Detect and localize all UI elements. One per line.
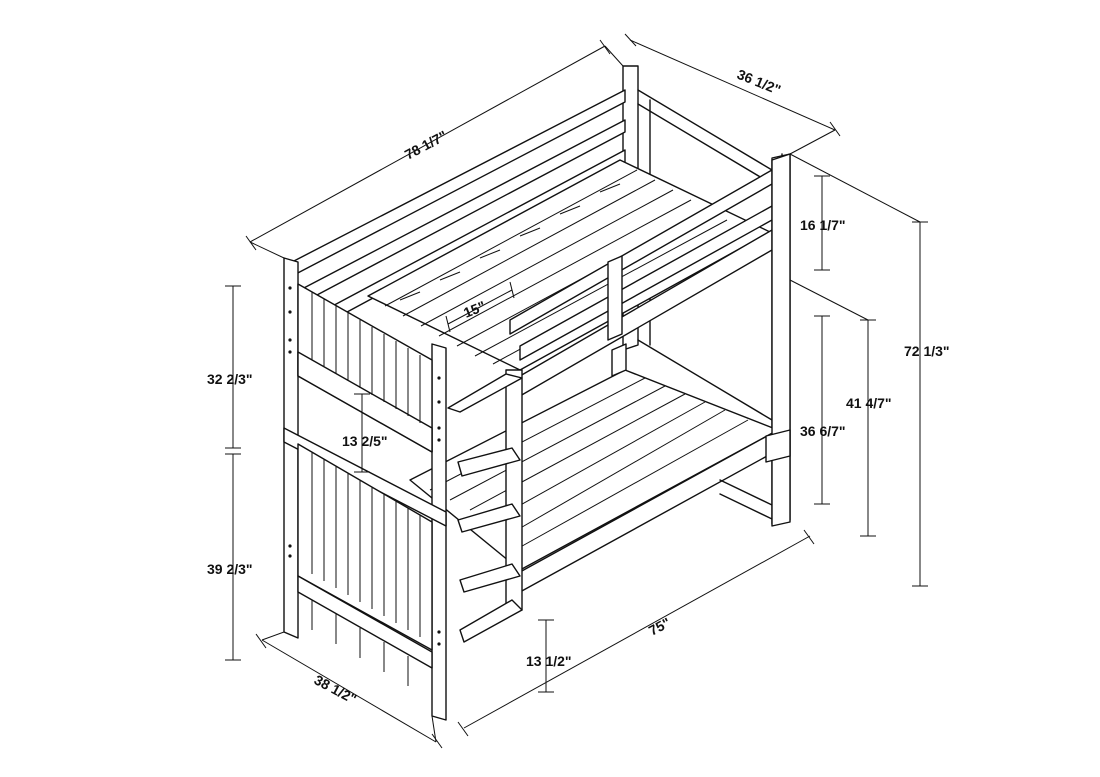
bolt-hole: [437, 642, 441, 646]
overall-height-label: 72 1/3": [904, 343, 950, 359]
bolt-hole: [437, 400, 441, 404]
bolt-hole: [288, 286, 292, 290]
bed-length-label: 75": [646, 614, 673, 639]
mattress-gap-label: 15": [461, 298, 488, 321]
bolt-hole: [288, 554, 292, 558]
upper-end-height-label: 32 2/3": [207, 371, 253, 387]
ladder-bottom-step: [459, 599, 523, 643]
bolt-hole: [288, 310, 292, 314]
ladder-step-3: [459, 563, 521, 593]
overall-length-label: 78 1/7": [402, 127, 450, 163]
front-right-end-post: [431, 343, 447, 721]
ladder: [447, 369, 523, 643]
guard-rail-height-label: 16 1/7": [800, 217, 846, 233]
guard-rail-post-lower: [611, 343, 627, 377]
front-right-post: [771, 153, 791, 527]
upper-bunk-height-label: 41 4/7": [846, 395, 892, 411]
dimension-lines: [225, 33, 928, 749]
end-joint-band: [283, 427, 447, 527]
ladder-height-label: 36 6/7": [800, 423, 846, 439]
overall-width-label: 36 1/2": [735, 66, 783, 98]
bolt-hole: [288, 350, 292, 354]
lower-end-height-label: 39 2/3": [207, 561, 253, 577]
front-guard-rail: [509, 153, 783, 523]
front-left-post: [283, 257, 299, 639]
lower-footboard: [297, 443, 433, 651]
floor-clearance-label: 13 1/2": [526, 653, 572, 669]
base-width-label: 38 1/2": [312, 672, 360, 708]
front-end-panel: [283, 257, 447, 721]
bolt-hole: [437, 426, 441, 430]
ladder-step-2: [457, 503, 521, 533]
bolt-hole: [288, 338, 292, 342]
bolt-hole: [437, 630, 441, 634]
bolt-hole: [437, 438, 441, 442]
bunk-clearance-label: 13 2/5": [342, 433, 388, 449]
front-right-joint: [765, 429, 791, 463]
lower-footboard-rail: [297, 575, 433, 669]
ladder-step-1: [457, 447, 521, 477]
upper-headboard-rail: [297, 351, 433, 453]
bolt-hole: [288, 544, 292, 548]
guard-rail-post: [607, 255, 623, 341]
bolt-hole: [437, 376, 441, 380]
ladder-top-step: [447, 373, 523, 413]
